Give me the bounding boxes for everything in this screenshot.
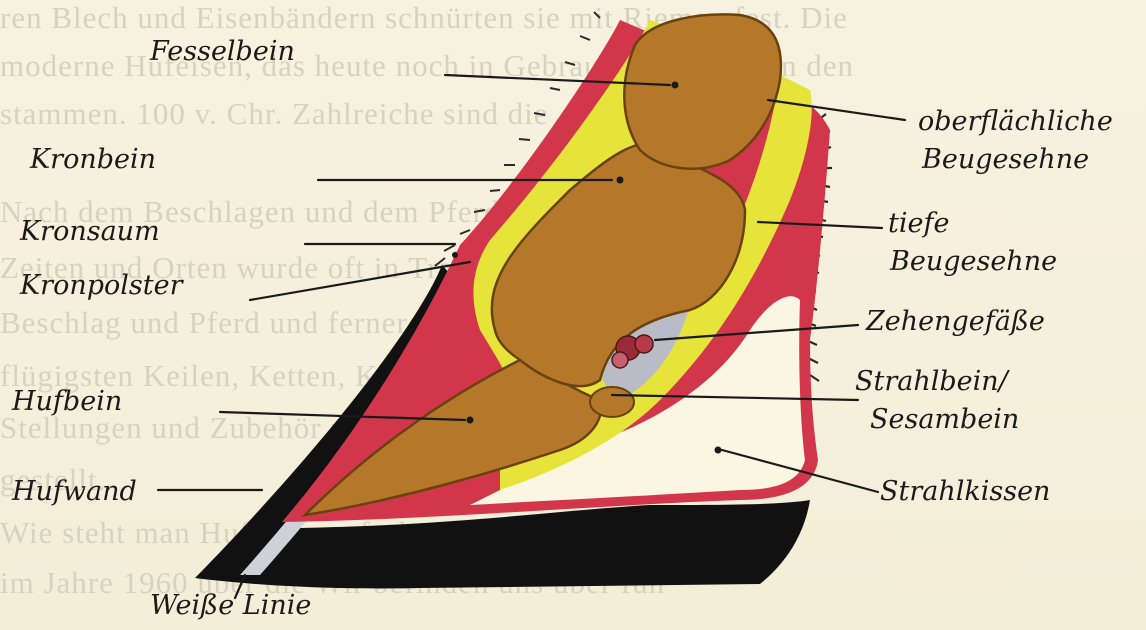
navicular-bone bbox=[590, 387, 634, 417]
label-kronpolster: Kronpolster bbox=[19, 270, 185, 301]
label-fesselbein: Fesselbein bbox=[149, 36, 295, 67]
label-strahlbein-1: Strahlbein/ bbox=[855, 366, 1011, 397]
dot-fesselbein bbox=[672, 82, 679, 89]
label-weisse-linie: Weiße Linie bbox=[150, 590, 311, 621]
label-hufwand: Hufwand bbox=[11, 476, 137, 507]
label-zehengefaesse: Zehengefäße bbox=[865, 306, 1045, 337]
label-tiefe-1: tiefe bbox=[888, 208, 949, 239]
dot-hufbein bbox=[467, 417, 474, 424]
label-hufbein: Hufbein bbox=[11, 386, 122, 417]
dot-kronpolster bbox=[452, 252, 458, 258]
label-strahlbein-2: Sesambein bbox=[870, 404, 1019, 435]
label-oberflaechliche-2: Beugesehne bbox=[921, 144, 1089, 175]
label-kronsaum: Kronsaum bbox=[19, 216, 160, 247]
label-strahlkissen: Strahlkissen bbox=[880, 476, 1050, 507]
dot-kronbein bbox=[617, 177, 624, 184]
label-oberflaechliche-1: oberflächliche bbox=[918, 106, 1113, 137]
label-kronbein: Kronbein bbox=[29, 144, 156, 175]
label-tiefe-2: Beugesehne bbox=[889, 246, 1057, 277]
dot-strahlkissen bbox=[715, 447, 722, 454]
